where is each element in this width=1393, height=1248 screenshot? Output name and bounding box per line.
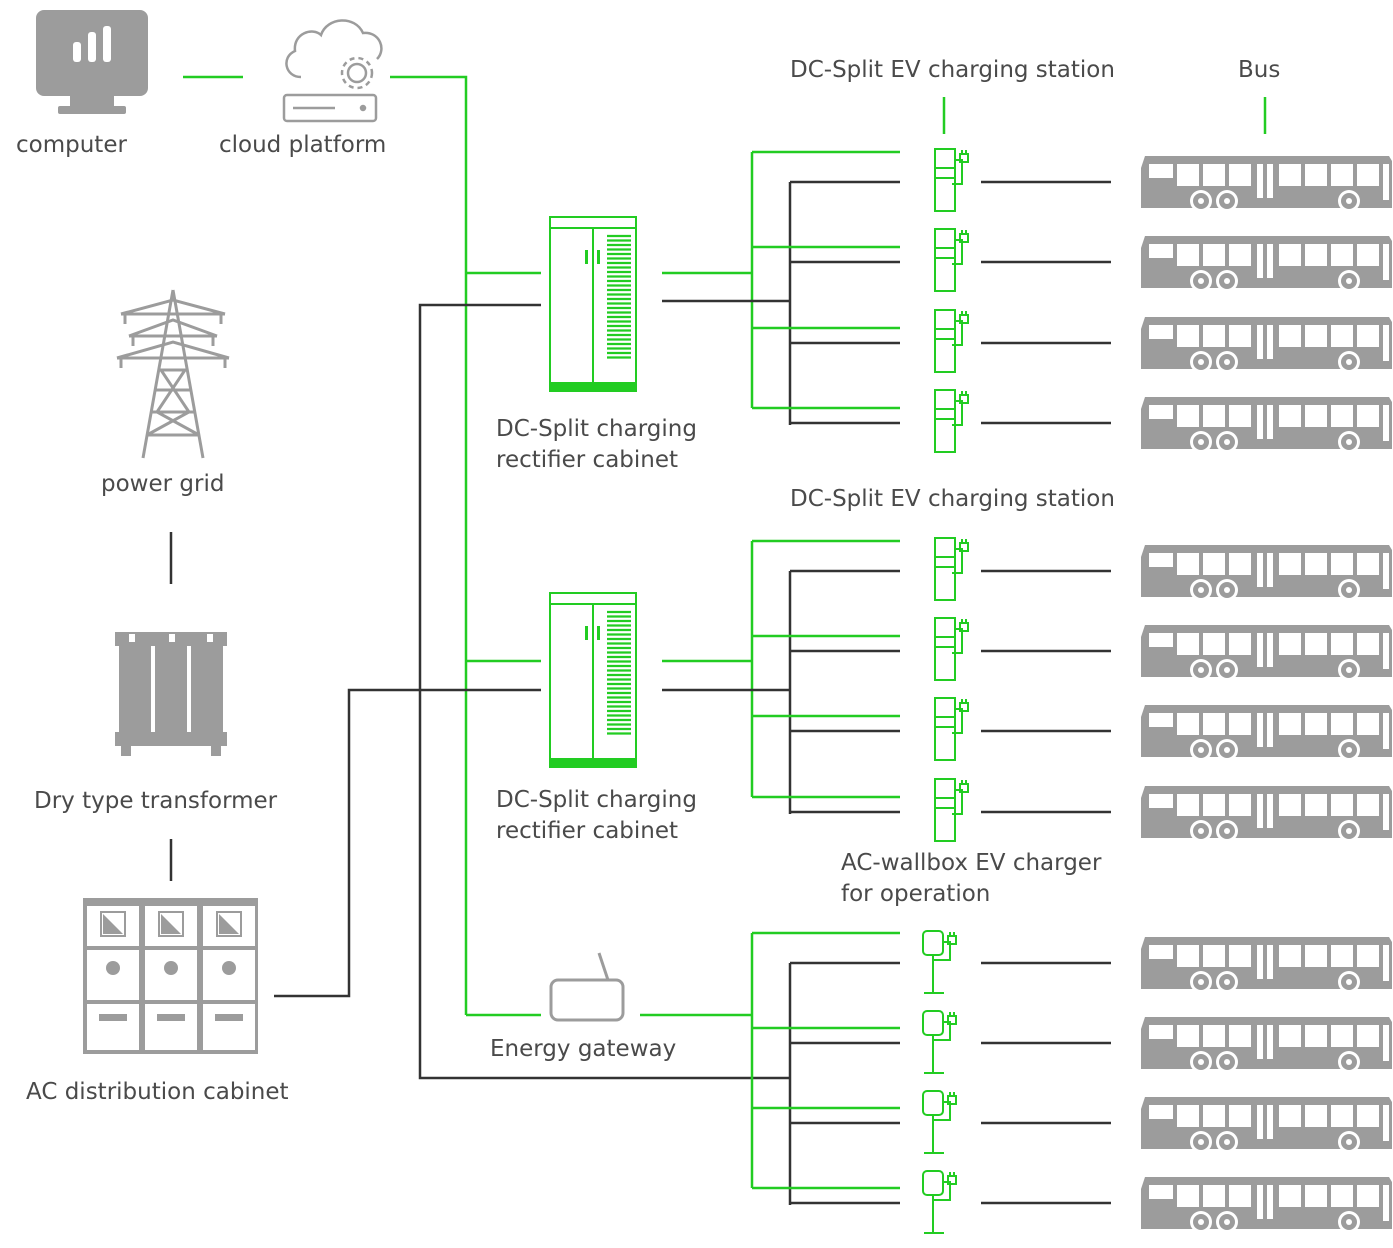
wallbox-icon xyxy=(922,930,957,994)
bus-icon xyxy=(1141,937,1392,993)
rectifier-cabinet-icon xyxy=(549,592,637,768)
charger-icon xyxy=(934,617,969,681)
chargers xyxy=(922,148,969,1234)
charger-icon xyxy=(934,697,969,761)
rectifier-2-label: DC-Split charging rectifier cabinet xyxy=(496,787,697,845)
station-2-label: DC-Split EV charging station xyxy=(790,486,1115,512)
bus-icon xyxy=(1141,786,1392,842)
charger-icon xyxy=(934,389,969,453)
charger-icon xyxy=(934,148,969,212)
bus-icon xyxy=(1141,1017,1392,1073)
link-cloud-trunk xyxy=(390,75,468,1015)
group-lines xyxy=(640,150,1111,1205)
transformer-label: Dry type transformer xyxy=(34,788,278,814)
station-1-label: DC-Split EV charging station xyxy=(790,57,1115,83)
gateway-icon xyxy=(549,952,625,1022)
charger-icon xyxy=(934,309,969,373)
charger-icon xyxy=(934,537,969,601)
wallbox-icon xyxy=(922,1170,957,1234)
network-lines xyxy=(183,75,1267,1017)
energy-gateway-label: Energy gateway xyxy=(490,1036,677,1062)
link-bus-main xyxy=(418,303,790,1080)
computer-label: computer xyxy=(16,132,127,158)
ac-wallbox-label: AC-wallbox EV charger for operation xyxy=(841,850,1102,908)
bus-icon xyxy=(1141,545,1392,601)
cloud-platform-label: cloud platform xyxy=(219,132,387,158)
bus-icon xyxy=(1141,705,1392,761)
bus-icon xyxy=(1141,156,1392,212)
charger-icon xyxy=(934,778,969,842)
charger-icon xyxy=(934,228,969,292)
bus-icon xyxy=(1141,625,1392,681)
pylon-icon xyxy=(116,289,230,459)
wallbox-icon xyxy=(922,1090,957,1154)
monitor-icon xyxy=(36,10,148,114)
bus-icon xyxy=(1141,1097,1392,1153)
rectifier-cabinet-icon xyxy=(549,216,637,392)
bus-icon xyxy=(1141,397,1392,453)
power-grid-label: power grid xyxy=(101,471,225,497)
power-lines xyxy=(169,303,790,1080)
link-cabinet-rectifiers xyxy=(274,688,541,998)
transformer-icon xyxy=(115,632,227,756)
rectifier-1-label: DC-Split charging rectifier cabinet xyxy=(496,416,697,474)
cloud-server-icon xyxy=(282,19,383,123)
bus-icon xyxy=(1141,317,1392,373)
bus-icon xyxy=(1141,236,1392,292)
bus-label: Bus xyxy=(1238,57,1281,83)
bus-icon xyxy=(1141,1177,1392,1233)
distribution-cabinet-icon xyxy=(83,898,258,1054)
ac-cabinet-label: AC distribution cabinet xyxy=(26,1079,289,1105)
wallbox-icon xyxy=(922,1010,957,1074)
buses xyxy=(1141,156,1392,1233)
